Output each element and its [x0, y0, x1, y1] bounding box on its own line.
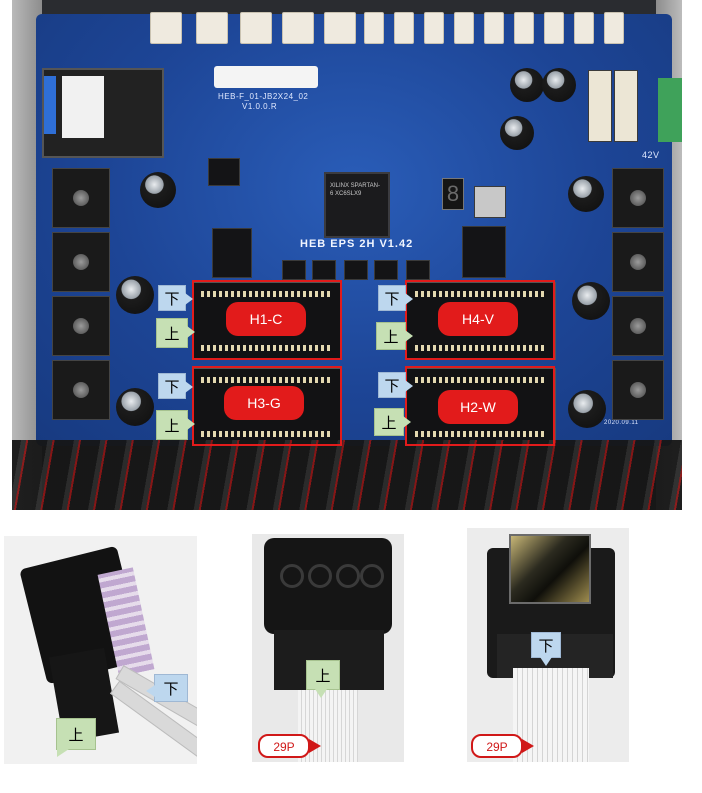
- capacitor: [510, 68, 544, 102]
- capacitor: [568, 176, 604, 212]
- connector-header: [484, 12, 504, 44]
- fpga-chip-text: XILINX SPARTAN-6 XC6SLX9: [330, 183, 381, 197]
- pin-count-label: 29P: [258, 734, 321, 758]
- callout-up: 上: [306, 660, 340, 698]
- ink-port: [336, 564, 360, 588]
- callout-up: 上: [56, 718, 96, 757]
- ic-chip: [282, 260, 306, 280]
- ic-chip: [374, 260, 398, 280]
- callout-down: 下: [158, 285, 193, 311]
- connector-header: [240, 12, 272, 44]
- callout-down: 下: [158, 373, 193, 399]
- ffc-connector: [614, 70, 638, 142]
- printhead-photo-front: 下 29P: [467, 528, 629, 762]
- mosfet: [612, 232, 664, 292]
- head-box-h1-c: [192, 280, 342, 360]
- power-terminal: [658, 78, 682, 142]
- board-photo: HEB-F_01-JB2X24_02 V1.0.0.R XILINX SPART…: [12, 0, 682, 510]
- printhead-photo-back: 上 29P: [252, 534, 404, 762]
- connector-header: [394, 12, 414, 44]
- ic-chip: [212, 228, 252, 278]
- connector-header: [544, 12, 564, 44]
- ffc-connector: [588, 70, 612, 142]
- ic-chip: [462, 226, 506, 278]
- head-label-h2-w: H2-W: [438, 390, 518, 424]
- connector-header: [574, 12, 594, 44]
- seven-segment-display: 8: [442, 178, 464, 210]
- connector-header: [364, 12, 384, 44]
- head-box-h3-g: [192, 366, 342, 446]
- head-label-h4-v: H4-V: [438, 302, 518, 336]
- head-label-h3-g: H3-G: [224, 386, 304, 420]
- connector-header: [324, 12, 356, 44]
- fiber-module-sticker: [62, 76, 104, 138]
- board-title: HEB EPS 2H V1.42: [300, 238, 414, 250]
- mosfet: [52, 168, 110, 228]
- mosfet: [612, 360, 664, 420]
- mosfet: [612, 168, 664, 228]
- cable-bundle: [12, 440, 682, 510]
- connector-header: [196, 12, 228, 44]
- head-connector-h2: [406, 368, 556, 446]
- board-sticker: [214, 66, 318, 88]
- callout-down: 下: [146, 674, 188, 702]
- connector-header: [604, 12, 624, 44]
- callout-down: 下: [531, 632, 561, 666]
- head-label-h1-c: H1-C: [226, 302, 306, 336]
- callout-up: 上: [374, 408, 411, 436]
- board-model-text: HEB-F_01-JB2X24_02: [218, 92, 309, 101]
- ic-chip: [312, 260, 336, 280]
- callout-down: 下: [378, 372, 413, 398]
- callout-up: 上: [156, 410, 195, 440]
- board-date-text: 2020.09.11: [604, 420, 639, 426]
- capacitor: [116, 388, 154, 426]
- connector-header: [150, 12, 182, 44]
- head-box-h4-v: [405, 280, 555, 360]
- voltage-label: 42V: [642, 150, 660, 160]
- mosfet: [52, 232, 110, 292]
- connector-header: [514, 12, 534, 44]
- connector-header: [454, 12, 474, 44]
- capacitor: [568, 390, 606, 428]
- ic-chip: [344, 260, 368, 280]
- capacitor: [542, 68, 576, 102]
- capacitor: [572, 282, 610, 320]
- capacitor: [140, 172, 176, 208]
- printhead-nozzle-plate: [509, 534, 591, 604]
- header-connectors: [132, 0, 652, 44]
- mosfet: [52, 360, 110, 420]
- pin-count-label: 29P: [471, 734, 534, 758]
- fpga-chip: [324, 172, 390, 238]
- ink-port: [280, 564, 304, 588]
- board-version-text: V1.0.0.R: [242, 102, 278, 111]
- ink-port: [308, 564, 332, 588]
- fiber-latch: [44, 76, 56, 134]
- mosfet: [612, 296, 664, 356]
- callout-down: 下: [378, 285, 413, 311]
- ic-chip: [208, 158, 240, 186]
- regulator: [474, 186, 506, 218]
- capacitor: [500, 116, 534, 150]
- callout-up: 上: [156, 318, 195, 348]
- connector-header: [424, 12, 444, 44]
- connector-header: [282, 12, 314, 44]
- printhead-photo-side: 下 上: [4, 536, 197, 764]
- head-box-h2-w: [405, 366, 555, 446]
- capacitor: [116, 276, 154, 314]
- ink-port: [360, 564, 384, 588]
- ic-chip: [406, 260, 430, 280]
- callout-up: 上: [376, 322, 413, 350]
- mosfet: [52, 296, 110, 356]
